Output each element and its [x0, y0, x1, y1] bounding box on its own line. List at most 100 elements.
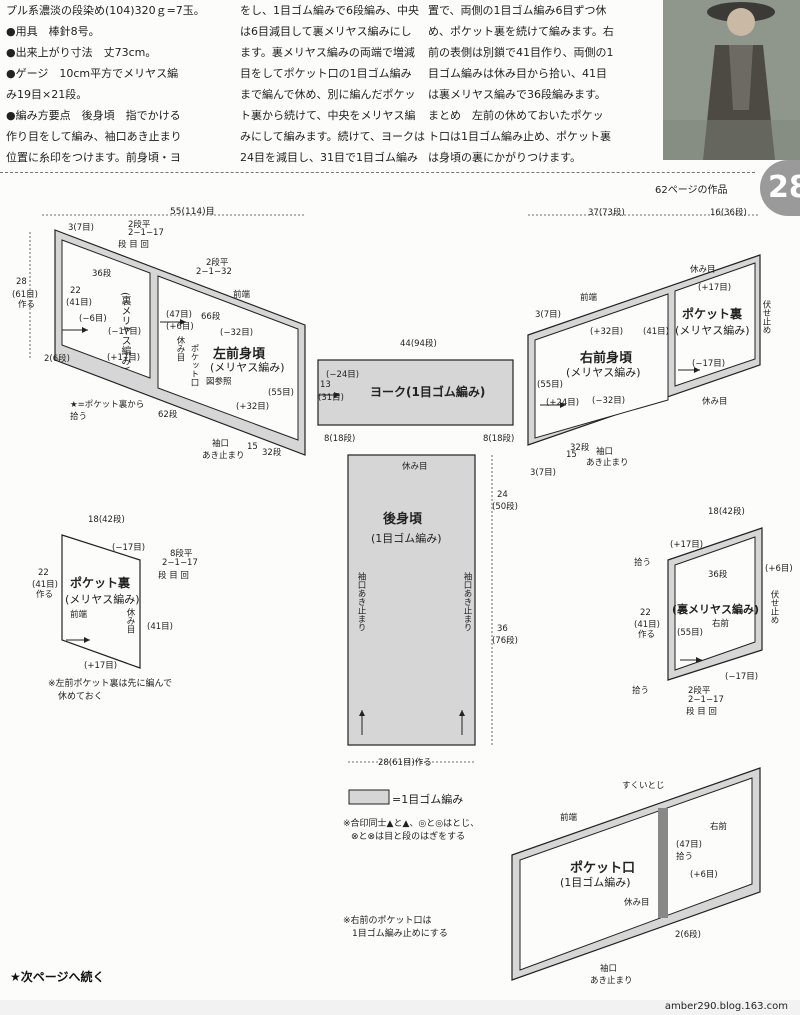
dim-left-55: (55目) [268, 388, 294, 398]
instruction-line: ●出来上がり寸法 丈73cm。 [6, 46, 157, 59]
dim-left-p17: (+17目) [107, 353, 141, 363]
dim-left-aki: あき止まり [202, 451, 245, 461]
dim-right-37: 37(73段) [588, 208, 625, 218]
dim-rpocket-m17: (−17目) [725, 672, 759, 682]
dim-back-28: 28(61目)作る [378, 758, 432, 768]
dim-yoke-31: (31目) [318, 393, 344, 403]
dim-right-16: 16(36段) [710, 208, 747, 218]
dim-rpocket-p6: (+6目) [765, 564, 793, 574]
right-pocket-inner-label: (裏メリヤス編み) [672, 603, 760, 616]
dim-pm-sode: 袖口 [600, 964, 618, 974]
dim-left-sode: 袖口 [212, 439, 230, 449]
dim-left-36: 36段 [92, 269, 112, 279]
dim-left-2dan: 2段平 [128, 220, 151, 230]
dim-rpocket-22: 22 [640, 608, 651, 618]
instruction-line: 前の表側は別鎖で41目作り、両側の1 [428, 46, 614, 59]
left-front-title: 左前身頃 [213, 347, 266, 362]
dim-left-3-7: 3(7目) [68, 223, 94, 233]
dim-left-dan: 段 目 回 [118, 240, 149, 250]
dim-pm-hiro: 拾う [676, 852, 694, 862]
dim-right-15: 15 [566, 450, 577, 460]
dim-left-22: 22 [70, 286, 81, 296]
dim-left-m32: (−32目) [220, 328, 254, 338]
instruction-line: ●ゲージ 10cm平方でメリヤス編 [6, 67, 179, 80]
dim-lpocket-zenpan: 前端 [70, 610, 88, 620]
dim-rpocket-hiro: 拾う [634, 558, 652, 568]
dim-pm-sukui: すくいとじ [622, 781, 665, 791]
left-pocket-back-piece [61, 534, 141, 669]
dim-right-m32: (−32目) [592, 396, 626, 406]
dim-yoke-44: 44(94段) [400, 339, 437, 349]
dim-back-sode-right: 袖口あき止まり [462, 572, 472, 632]
right-front-piece [527, 254, 761, 446]
dim-lpocket-22: 22 [38, 568, 49, 578]
dim-lpocket-saku: 作る [36, 590, 54, 600]
dim-pm-yasumi: 休み目 [624, 898, 650, 908]
dim-right-p24: (+24目) [546, 398, 580, 408]
dim-left-2117: 2−1−17 [128, 228, 164, 238]
dim-right-p17: (+17目) [698, 283, 732, 293]
dim-back-76: (76段) [492, 636, 518, 646]
works-reference: 62ページの作品 [655, 185, 728, 196]
dim-left-15: 15 [247, 442, 258, 452]
dim-rpocket-fuse: 伏せ止め [769, 590, 779, 624]
blog-url: amber290.blog.163.com [664, 1001, 788, 1012]
yoke-piece [317, 359, 514, 426]
dim-back-36: 36 [497, 624, 508, 634]
instruction-line: 目ゴム編みは休み目から拾い、41目 [428, 67, 607, 80]
dim-rpocket-p17: (+17目) [670, 540, 704, 550]
dim-pm-zenpan: 前端 [560, 813, 578, 823]
left-pocket-note-2: 休めておく [58, 692, 103, 702]
dim-right-yasumi-2: 休み目 [702, 397, 728, 407]
instruction-line: ます。裏メリヤス編みの両端で増減 [240, 46, 415, 59]
dim-rpocket-2117: 2−1−17 [688, 695, 724, 705]
instruction-line: ●編み方要点 後身頃 指でかける [6, 109, 181, 122]
match-note-2: ⊗と⊗は目と段のはぎをする [351, 832, 466, 842]
rib-legend-swatch [348, 789, 390, 805]
instruction-line: ト口は1目ゴム編み止め、ポケット裏 [428, 130, 611, 143]
dim-rpocket-41: (41目) [634, 620, 660, 630]
dim-left-61: (61目) [12, 290, 38, 300]
right-pocket-back-subtitle: (メリヤス編み) [675, 324, 750, 337]
dim-rpocket-migimae: 右前 [712, 619, 730, 629]
left-pocket-note-1: ※左前ポケット裏は先に編んで [48, 679, 173, 689]
dim-pm-p6: (+6目) [690, 870, 718, 880]
right-pocket-back-piece [667, 527, 763, 681]
dim-left-saku: 作る [18, 300, 36, 310]
dim-left-62: 62段 [158, 410, 178, 420]
dim-left-32dan: 32段 [262, 448, 282, 458]
instruction-line: 作り目をして編み、袖口あき止まり [6, 130, 182, 143]
dim-pm-migimae: 右前 [710, 822, 728, 832]
pocket-mouth-subtitle: (1目ゴム編み) [560, 876, 631, 889]
back-subtitle: (1目ゴム編み) [371, 532, 442, 545]
dim-left-p32: (+32目) [236, 402, 270, 412]
instruction-line: は身頃の裏にかがりつけます。 [428, 151, 582, 164]
model-photo [663, 0, 800, 160]
dim-lpocket-m17: (−17目) [112, 543, 146, 553]
instructions-col-1: プル系濃淡の段染め(104)320ｇ=7玉。●用具 棒針8号。●出来上がり寸法 … [6, 0, 231, 168]
dim-rpocket-55: (55目) [677, 628, 703, 638]
dim-rpocket-hiro2: 拾う [632, 686, 650, 696]
dim-right-sode: 袖口 [596, 447, 614, 457]
dim-left-p6: (+6目) [166, 322, 194, 332]
dim-right-41: (41目) [643, 327, 669, 337]
dim-right-fuse: 伏せ止め [761, 300, 771, 334]
dim-lpocket-2117: 2−1−17 [162, 558, 198, 568]
dim-lpocket-18: 18(42段) [88, 515, 125, 525]
dim-left-star-note: ★=ポケット裏から拾う [70, 400, 145, 422]
dim-right-aki: あき止まり [586, 458, 629, 468]
instruction-line: をし、1目ゴム編みで6段編み、中央 [240, 4, 419, 17]
dim-left-2: 2(6段) [44, 354, 70, 364]
dim-back-24: 24 [497, 490, 508, 500]
dim-right-3b: 3(7目) [530, 468, 556, 478]
back-title: 後身頃 [383, 512, 423, 527]
dim-lpocket-8: 8段平 [170, 549, 193, 559]
dim-rpocket-2dan: 2段平 [688, 686, 711, 696]
match-note-1: ※合印同士▲と▲、◎と◎はとじ、 [343, 819, 480, 829]
instruction-line: 置で、両側の1目ゴム編み6目ずつ休 [428, 4, 607, 17]
instruction-line: プル系濃淡の段染め(104)320ｇ=7玉。 [6, 4, 205, 17]
dim-right-yasumi: 休み目 [690, 265, 716, 275]
right-pocket-note-2: 1目ゴム編み止めにする [352, 929, 448, 939]
dim-right-zenpan: 前端 [580, 293, 598, 303]
